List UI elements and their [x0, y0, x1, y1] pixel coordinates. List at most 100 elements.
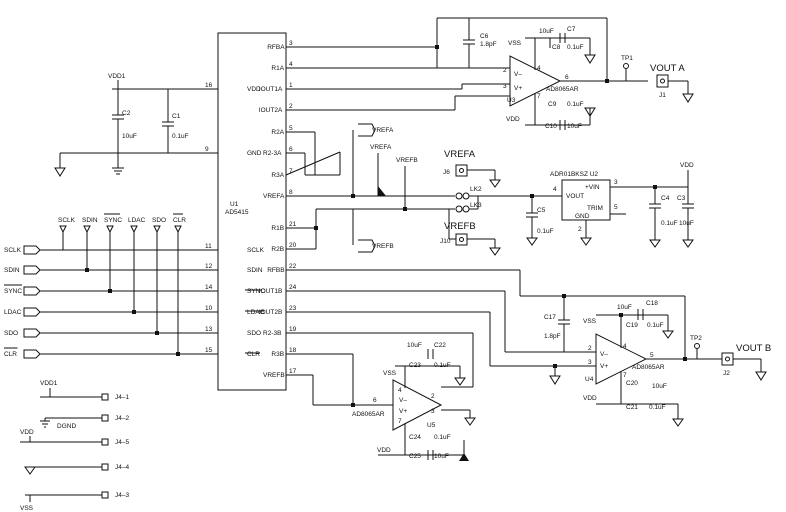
u1-rpin-name-6: R3A — [271, 172, 284, 179]
u1-rpin-num-11: 24 — [289, 284, 297, 291]
u1-rpin-num-9: 20 — [289, 242, 297, 249]
u1-rpin-name-13: R2-3B — [263, 330, 281, 337]
u1-pin-name-clr: CLR — [247, 351, 260, 358]
r2a-network — [285, 131, 341, 176]
u5-ref: U5 — [427, 422, 436, 429]
u1-pin-name-sync: SYNC — [247, 288, 265, 295]
bus-arrow-sync — [106, 225, 114, 234]
c3-val: 10uF — [679, 220, 694, 227]
c5-ref: C5 — [537, 207, 546, 214]
c24-ref: C24 — [409, 434, 421, 441]
u1-rpin-num-14: 18 — [289, 347, 297, 354]
u1-rpin-num-7: 8 — [289, 189, 293, 196]
c9-val: 0.1uF — [567, 101, 584, 108]
input-sync: SYNC — [4, 225, 218, 296]
u5-network: V– V+ 6 4 2 3 7 AD8065AR U5 VSS 10uF C22… — [286, 332, 476, 461]
u5-vplus: V+ — [399, 408, 407, 415]
u2-vin: +VIN — [585, 184, 600, 191]
u1-rpin-num-15: 17 — [289, 368, 297, 375]
u3-part: AD8065AR — [546, 86, 579, 93]
j10-label: J10 — [440, 238, 451, 245]
vrefb-lk-label: VREFB — [444, 221, 476, 232]
u2-adr01: ADR01BKSZ U2 +VIN VOUT TRIM GND 3 4 5 2 … — [532, 162, 694, 248]
vdd1-label: VDD1 — [108, 73, 126, 80]
c4-val: 0.1uF — [661, 220, 678, 227]
u1-pin-num-sdo: 13 — [205, 326, 213, 333]
j4-header: VDD1 J4–1 DGND J4–2 VDD J4–5 J4–4 VSS J4… — [20, 380, 129, 512]
input-connector-sync — [23, 286, 41, 296]
c2-ref: C2 — [122, 110, 131, 117]
bus-arrow-sclk — [59, 225, 67, 234]
u1-rpin-num-2: 1 — [289, 82, 293, 89]
input-ldac: LDAC — [4, 225, 218, 317]
u1-rpin-name-0: RFBA — [267, 44, 285, 51]
vdd-u2: VDD — [680, 162, 694, 169]
c21-ref: C21 — [626, 404, 638, 411]
vout-b-label: VOUT B — [736, 343, 771, 354]
u2-pin4: 4 — [553, 186, 557, 193]
c19-val: 0.1uF — [647, 322, 664, 329]
bus-sdo: SDO — [152, 217, 166, 224]
u4-part: AD8065AR — [632, 364, 665, 371]
c10-val: 10uF — [567, 123, 582, 130]
u1-rpin-num-6: 7 — [289, 168, 293, 175]
input-label-sdo: SDO — [4, 330, 18, 337]
u4-ref: U4 — [585, 376, 594, 383]
u1-rpin-name-12: IOUT2B — [259, 309, 282, 316]
input-connector-sdo — [23, 328, 41, 338]
bus-clr: CLR — [173, 217, 186, 224]
c20-ref: C20 — [626, 380, 638, 387]
j4-vss: VSS — [20, 505, 34, 512]
vout-a-label: VOUT A — [650, 63, 685, 74]
input-connector-sclk — [23, 245, 41, 255]
c22-val: 10uF — [407, 342, 422, 349]
u1-rpin-name-2: IOUT1A — [259, 86, 283, 93]
u4-pin7: 7 — [623, 372, 627, 379]
bus-sync: SYNC — [104, 217, 122, 224]
u1-rpin-num-12: 23 — [289, 305, 297, 312]
u2-ref: ADR01BKSZ U2 — [550, 171, 598, 178]
u4-pin5: 5 — [650, 352, 654, 359]
c9-ref: C9 — [548, 101, 557, 108]
u1-pin-name-sclk: SCLK — [247, 247, 265, 254]
input-connector-clr — [23, 349, 41, 359]
c24-val: 0.1uF — [434, 434, 451, 441]
bus-arrow-sdo — [153, 225, 161, 234]
j4-5: J4–5 — [115, 439, 129, 446]
u3-pin6: 6 — [565, 74, 569, 81]
u2-gnd: GND — [575, 213, 590, 220]
bus-arrow-clr — [174, 225, 182, 234]
u1-rpin-num-3: 2 — [289, 103, 293, 110]
u1-rpin-name-5: R2-3A — [263, 150, 282, 157]
u1-rpin-name-3: IOUT2A — [259, 107, 283, 114]
u1-pin-name-vdd: VDD — [247, 86, 261, 93]
input-label-ldac: LDAC — [4, 309, 22, 316]
j4-vdd: VDD — [20, 429, 34, 436]
u5-pin3: 3 — [431, 408, 435, 415]
u1-pin-num-clr: 15 — [205, 347, 213, 354]
vrefa-lk-label: VREFA — [444, 149, 476, 160]
u3-pin3: 3 — [503, 83, 507, 90]
u1-rpin-num-5: 6 — [289, 146, 293, 153]
bus-arrow-ldac — [130, 225, 138, 234]
channel-b: C17 1.8pF V– V+ 2 3 4 5 7 AD8065AR U4 VS… — [286, 269, 771, 427]
u4-pin4: 4 — [623, 343, 627, 350]
c23-val: 0.1uF — [434, 362, 451, 369]
u5-pin2: 2 — [431, 393, 435, 400]
u1-supply-network: VDD1 C2 10uF C1 0.1uF — [54, 73, 218, 177]
u1-pin-num-sync: 14 — [205, 284, 213, 291]
u1-part: AD5415 — [225, 209, 249, 216]
input-sdin: SDIN — [4, 225, 218, 275]
u5-pin6: 6 — [373, 397, 377, 404]
u1-ad5415: U1 AD5415 16VDD9GND11SCLK12SDIN14SYNC10L… — [205, 32, 297, 391]
c10-ref: C10 — [545, 123, 557, 130]
bus-junction-ldac — [132, 310, 136, 314]
u3-vplus: V+ — [514, 85, 522, 92]
u3-pin7: 7 — [537, 93, 541, 100]
input-connector-ldac — [23, 307, 41, 317]
input-connector-sdin — [23, 265, 41, 275]
u1-pin-name-ldac: LDAC — [247, 309, 265, 316]
vrefb-flag: VREFB — [372, 243, 394, 250]
u1-rpin-num-1: 4 — [289, 61, 293, 68]
